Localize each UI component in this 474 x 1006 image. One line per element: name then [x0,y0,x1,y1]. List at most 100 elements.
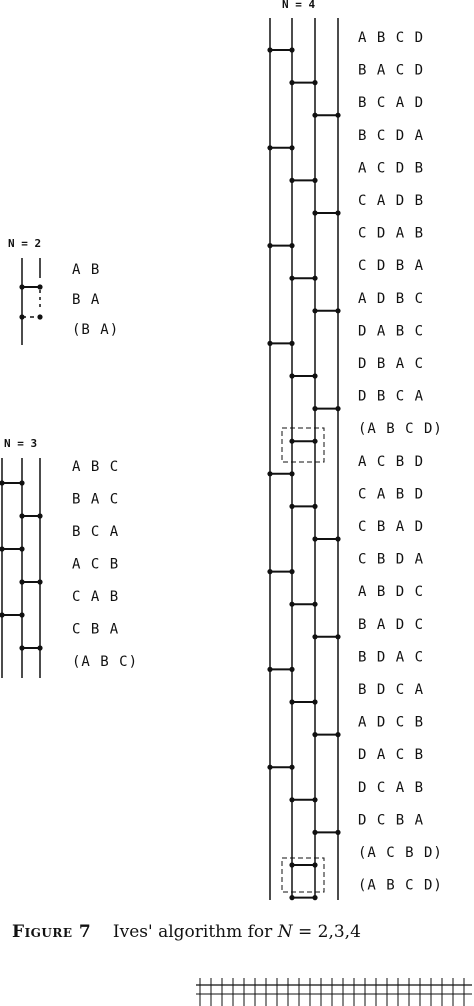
n4-permutation-list: A B C D B A C D B C A D B C D A A C D B C A D… [358,30,443,894]
n4-node [312,373,318,379]
n4-permutation: (A C B D) [358,845,443,861]
n4-permutation: C B D A [358,552,424,568]
n4-node [312,601,318,607]
n4-node [267,666,273,673]
n4-permutation: A C D B [358,160,424,176]
n4-node [312,797,318,803]
n4-node [289,601,295,607]
n4-node [312,699,318,705]
n4-node [312,503,318,509]
n2-permutation: B A [72,292,100,308]
network-n4: N = 4 [269,0,339,900]
n3-permutation: B A C [72,492,119,508]
n3-node [19,612,25,618]
n3-permutation: B C A [72,524,119,540]
n3-node [19,513,25,519]
n4-node [289,373,295,379]
n3-node [0,546,5,552]
n2-permutation-list: A B B A (B A) [72,262,119,338]
figure-label: Figure 7 [12,922,92,942]
n3-node [19,579,25,585]
caption-variable: N [277,922,293,942]
n2-permutation: A B [72,262,100,278]
n4-swap-lines [267,47,341,901]
n4-node [289,666,295,673]
n4-node [267,243,273,249]
n4-permutation: A C B D [358,454,424,470]
n4-node [335,210,341,216]
n4-node [312,80,318,86]
n4-permutation: A D C B [358,715,424,731]
n4-node [289,862,295,868]
n4-node [335,536,341,542]
n4-node [335,634,341,640]
n4-permutation: (A B C D) [358,421,443,437]
n3-permutation: A B C [72,459,119,475]
n4-permutation: C A D B [358,193,424,209]
n4-node [267,47,273,53]
n4-node [289,895,295,901]
n3-node [37,579,43,585]
n4-permutation: D B A C [358,356,424,372]
network-n2: N = 2 [8,237,43,345]
n4-node [312,406,318,412]
n4-permutation: D C A B [358,780,424,796]
caption-tail: = 2,3,4 [297,922,361,942]
n4-permutation: B A C D [358,63,424,79]
n4-node [267,145,273,151]
n3-permutation-list: A B CB A CB C AA C BC A BC B A(A B C) [72,459,138,670]
n4-node [312,536,318,542]
n4-permutation: A B D C [358,584,424,600]
n4-node [312,438,318,444]
n3-node [37,513,43,519]
n4-node [335,308,341,314]
n4-permutation: A B C D [358,30,424,46]
n4-permutation: B C D A [358,128,424,144]
n3-permutation: C B A [72,622,119,638]
n4-permutation: C D B A [358,258,424,274]
n4-permutation: D A C B [358,747,424,763]
n4-node [312,177,318,183]
n2-permutation: (B A) [72,322,119,338]
n4-node [289,80,295,86]
n4-permutation: C D A B [358,226,424,242]
n3-node [19,645,25,651]
n4-node [289,503,295,509]
n4-node [312,275,318,281]
n3-node [37,645,43,651]
n4-node [289,47,295,53]
n3-permutation: A C B [72,557,119,573]
n4-node [312,308,318,314]
n4-node [289,797,295,803]
next-figure-fragment [196,978,472,1006]
n4-permutation: D C B A [358,812,424,828]
n4-permutation: C B A D [358,519,424,535]
n4-node [289,699,295,705]
n3-node [19,546,25,552]
n4-permutation: D A B C [358,323,424,339]
n4-node [335,112,341,118]
n3-node [19,480,25,486]
n4-node [289,438,295,444]
n4-permutation: A D B C [358,291,424,307]
n4-node [267,471,273,477]
n4-node [312,732,318,738]
n4-node [312,112,318,118]
n4-node [312,862,318,868]
figure-caption: Figure 7 Ives' algorithm for N = 2,3,4 [12,922,361,942]
n4-node [335,406,341,412]
n4-node [289,243,295,249]
n4-permutation: (A B C D) [358,878,443,894]
n4-node [312,895,318,901]
n3-node [0,612,5,618]
n4-permutation: B A D C [358,617,424,633]
n4-permutation: B C A D [358,95,424,111]
n3-permutation: (A B C) [72,654,138,670]
caption-text: Ives' algorithm for [112,922,273,942]
n4-node [267,764,273,770]
n4-node [289,764,295,770]
n3-node [0,480,5,486]
n4-node [289,569,295,575]
n4-node [335,732,341,738]
